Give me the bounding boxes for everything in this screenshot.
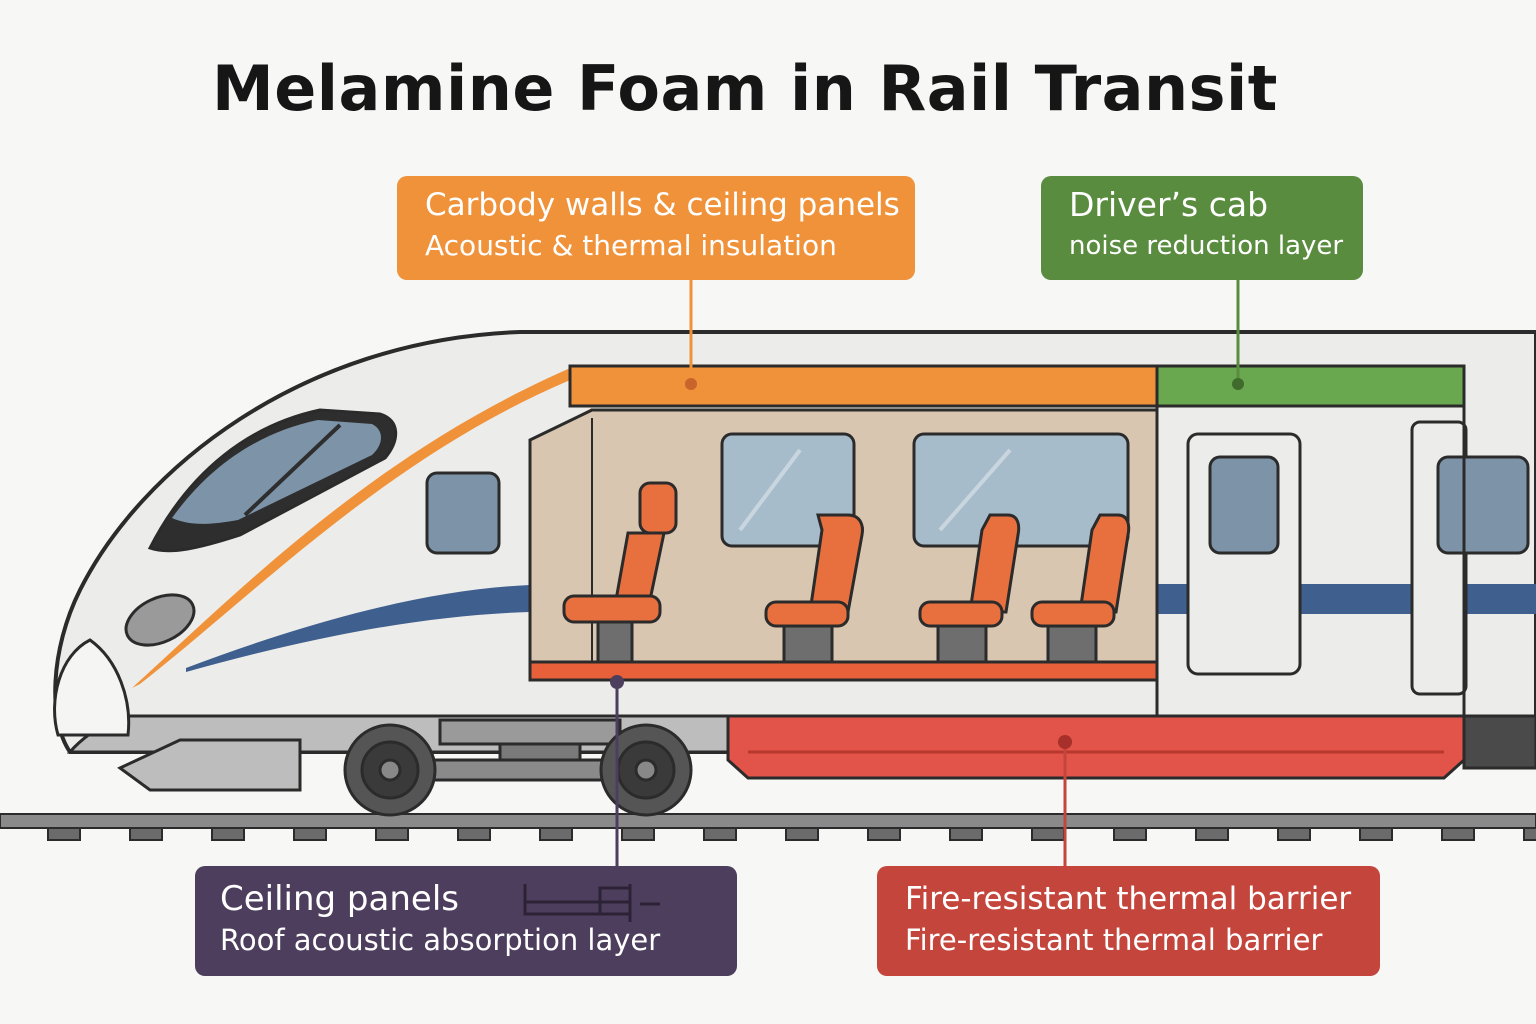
- callout-carbody-walls: Carbody walls & ceiling panels Acoustic …: [397, 176, 915, 280]
- page-title: Melamine Foam in Rail Transit: [212, 52, 1278, 125]
- rail-sleeper: [293, 827, 327, 841]
- underframe-fire-barrier: [726, 714, 1466, 780]
- callout-ceiling-panels: Ceiling panels Roof acoustic absorption …: [195, 866, 737, 976]
- callout-title: Fire-resistant thermal barrier: [905, 881, 1352, 917]
- rear-window: [1436, 455, 1530, 555]
- rail-sleeper: [1359, 827, 1393, 841]
- rail-sleeper: [47, 827, 81, 841]
- callout-fire-barrier: Fire-resistant thermal barrier Fire-resi…: [877, 866, 1380, 976]
- windshield-glass: [172, 420, 381, 524]
- rail-sleeper: [703, 827, 737, 841]
- rail-sleeper: [1441, 827, 1475, 841]
- rail-sleeper: [1523, 827, 1536, 841]
- nose-cap: [53, 638, 131, 737]
- callout-title: Driver’s cab: [1069, 185, 1269, 224]
- rail-sleeper: [867, 827, 901, 841]
- rail-sleeper: [457, 827, 491, 841]
- rail-sleeper: [1195, 827, 1229, 841]
- rail-sleeper: [785, 827, 819, 841]
- callout-subtitle: Acoustic & thermal insulation: [425, 229, 837, 262]
- headlight: [124, 593, 196, 647]
- callout-drivers-cab: Driver’s cab noise reduction layer: [1041, 176, 1363, 280]
- rail-sleeper: [1031, 827, 1065, 841]
- rail-sleeper: [1113, 827, 1147, 841]
- callout-title: Ceiling panels: [220, 879, 459, 919]
- floor-insulation-layer: [528, 660, 1159, 682]
- cab-side-window: [425, 471, 501, 555]
- nose-chin: [117, 738, 302, 792]
- rear-coupler-block: [1462, 714, 1536, 770]
- rail-sleeper: [211, 827, 245, 841]
- leader-lines: [610, 280, 1244, 866]
- rail-sleeper: [949, 827, 983, 841]
- bogie: [343, 718, 693, 817]
- interior-window: [912, 432, 1130, 548]
- rail-sleeper: [539, 827, 573, 841]
- rail-sleeper: [375, 827, 409, 841]
- callout-subtitle: noise reduction layer: [1069, 231, 1344, 261]
- rail-sleeper: [129, 827, 163, 841]
- rail-track: [0, 813, 1536, 841]
- rail-sleeper: [1277, 827, 1311, 841]
- cab-noise-layer: [1155, 364, 1466, 408]
- door-window: [1208, 455, 1280, 555]
- carbody-insulation-layer: [568, 364, 1160, 408]
- passenger-seats: [562, 481, 1131, 666]
- rail-sleeper: [621, 827, 655, 841]
- callout-title: Carbody walls & ceiling panels: [425, 187, 900, 223]
- bracket-icon: [523, 884, 660, 922]
- callout-subtitle: Roof acoustic absorption layer: [220, 923, 661, 957]
- callout-subtitle: Fire-resistant thermal barrier: [905, 923, 1323, 957]
- livery-stripe: [186, 585, 530, 672]
